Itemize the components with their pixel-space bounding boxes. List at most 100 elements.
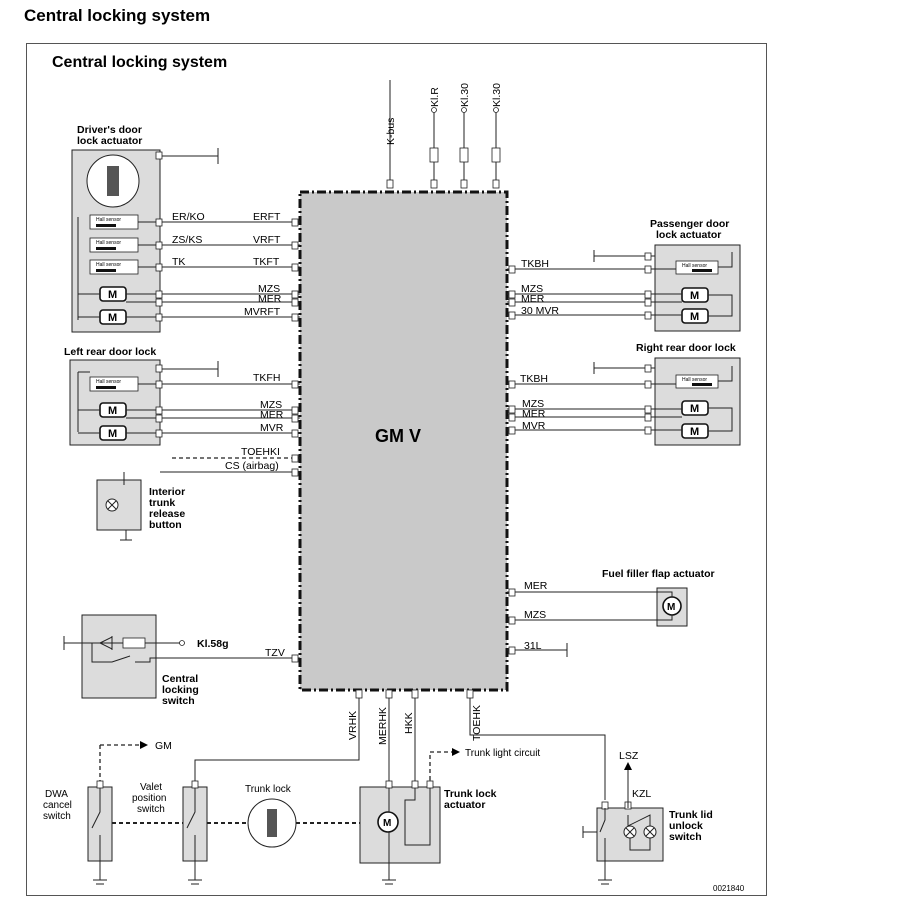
- valet-position-switch: Valet position switch: [112, 780, 375, 885]
- svg-text:Central: Central: [162, 673, 198, 685]
- trunk-lid-unlock-switch: LSZ KZL Trunk lid unlock switch: [582, 750, 713, 885]
- svg-text:Hall sensor: Hall sensor: [96, 379, 121, 385]
- svg-text:GM: GM: [155, 740, 172, 752]
- tzv-label: TZV: [265, 647, 285, 659]
- k-bus-label: K-bus: [385, 118, 397, 145]
- svg-text:Right rear door lock: Right rear door lock: [636, 342, 736, 354]
- svg-text:TKFT: TKFT: [253, 256, 280, 268]
- svg-text:VRFT: VRFT: [253, 234, 281, 246]
- svg-text:trunk: trunk: [149, 497, 175, 509]
- svg-text:switch: switch: [137, 804, 165, 815]
- svg-text:Hall sensor: Hall sensor: [96, 240, 121, 246]
- svg-text:VRHK: VRHK: [347, 711, 359, 740]
- svg-text:31L: 31L: [524, 640, 542, 652]
- gm-v-label: GM V: [375, 426, 421, 446]
- svg-text:Hall sensor: Hall sensor: [682, 263, 707, 269]
- svg-text:M: M: [690, 290, 699, 302]
- svg-text:switch: switch: [43, 811, 71, 822]
- svg-text:switch: switch: [162, 695, 195, 707]
- svg-text:M: M: [108, 312, 117, 324]
- svg-text:locking: locking: [162, 684, 199, 696]
- svg-text:unlock: unlock: [669, 820, 703, 832]
- svg-text:MER: MER: [258, 293, 282, 305]
- svg-text:MZS: MZS: [522, 398, 544, 410]
- kl58g-label: Kl.58g: [197, 638, 229, 650]
- interior-trunk-release-button: Interior trunk release button: [96, 472, 185, 541]
- svg-text:Trunk light circuit: Trunk light circuit: [465, 748, 540, 759]
- svg-text:DWA: DWA: [45, 789, 68, 800]
- svg-text:lock actuator: lock actuator: [656, 229, 721, 241]
- svg-text:MZS: MZS: [260, 399, 282, 411]
- svg-text:Interior: Interior: [149, 486, 185, 498]
- toehki-cs-lines: TOEHKI CS (airbag): [160, 446, 300, 477]
- svg-text:Left rear door lock: Left rear door lock: [64, 346, 156, 358]
- page-title: Central locking system: [24, 6, 211, 25]
- dwa-cancel-switch: GM DWA cancel switch: [43, 740, 172, 885]
- drivers-door-actuator: Driver's door lock actuator Hall sensor …: [71, 124, 300, 333]
- svg-text:TKBH: TKBH: [521, 258, 549, 270]
- svg-text:M: M: [667, 602, 675, 613]
- svg-text:Trunk lock: Trunk lock: [444, 788, 497, 800]
- svg-text:Hall sensor: Hall sensor: [96, 262, 121, 268]
- svg-text:MER: MER: [522, 408, 546, 420]
- svg-text:M: M: [108, 428, 117, 440]
- trunk-lock: Trunk lock: [245, 784, 297, 848]
- svg-text:Trunk lock: Trunk lock: [245, 784, 292, 795]
- svg-text:ERFT: ERFT: [253, 211, 281, 223]
- svg-text:MVR: MVR: [522, 420, 546, 432]
- svg-text:MERHK: MERHK: [377, 707, 389, 745]
- svg-text:MZS: MZS: [524, 609, 546, 621]
- svg-text:cancel: cancel: [43, 800, 72, 811]
- svg-text:MZS: MZS: [258, 283, 280, 295]
- top-inputs: K-bus Kl.R Kl.30 Kl.30: [385, 80, 503, 189]
- figure-number: 0021840: [713, 884, 745, 893]
- svg-text:position: position: [132, 793, 166, 804]
- svg-text:M: M: [108, 405, 117, 417]
- svg-text:Passenger door: Passenger door: [650, 218, 729, 230]
- svg-text:MVRFT: MVRFT: [244, 306, 281, 318]
- svg-text:Fuel filler flap actuator: Fuel filler flap actuator: [602, 568, 715, 580]
- svg-text:TKBH: TKBH: [520, 373, 548, 385]
- svg-text:M: M: [383, 818, 391, 829]
- kl30-label-1: Kl.30: [459, 83, 471, 107]
- ground-31l: 31L: [507, 640, 568, 657]
- diagram-frame: [26, 43, 767, 896]
- svg-text:HKK: HKK: [403, 712, 415, 734]
- gm-v-module: [298, 190, 509, 692]
- svg-text:TOEHKI: TOEHKI: [241, 446, 280, 458]
- svg-text:ER/KO: ER/KO: [172, 211, 205, 223]
- svg-text:M: M: [690, 311, 699, 323]
- svg-text:KZL: KZL: [632, 788, 651, 800]
- kl30-label-2: Kl.30: [491, 83, 503, 107]
- svg-text:Trunk lid: Trunk lid: [669, 809, 713, 821]
- svg-text:LSZ: LSZ: [619, 750, 639, 762]
- kl-r-label: Kl.R: [429, 87, 441, 107]
- svg-text:Hall sensor: Hall sensor: [682, 377, 707, 383]
- diagram-title: Central locking system: [52, 54, 227, 71]
- svg-text:button: button: [149, 519, 182, 531]
- svg-text:MER: MER: [260, 409, 284, 421]
- svg-text:CS (airbag): CS (airbag): [225, 460, 279, 472]
- svg-text:MVR: MVR: [260, 422, 284, 434]
- svg-text:TK: TK: [172, 256, 185, 268]
- svg-text:Hall sensor: Hall sensor: [96, 217, 121, 223]
- left-rear-door-lock: Left rear door lock Hall sensor M M TKFH…: [64, 346, 300, 446]
- svg-text:MER: MER: [521, 293, 545, 305]
- svg-text:lock actuator: lock actuator: [77, 135, 142, 147]
- svg-text:M: M: [108, 289, 117, 301]
- svg-text:actuator: actuator: [444, 799, 485, 811]
- svg-text:ZS/KS: ZS/KS: [172, 234, 202, 246]
- passenger-door-actuator: Passenger door lock actuator Hall sensor…: [507, 218, 741, 332]
- trunk-lock-actuator: M Trunk light circuit Trunk lock actuato…: [359, 748, 540, 885]
- bottom-signals: VRHK MERHK HKK TOEHK: [194, 689, 606, 800]
- svg-text:30 MVR: 30 MVR: [521, 305, 559, 317]
- svg-text:release: release: [149, 508, 185, 520]
- svg-text:MZS: MZS: [521, 283, 543, 295]
- central-locking-switch: Kl.58g TZV Central locking switch: [63, 614, 300, 707]
- svg-text:M: M: [690, 426, 699, 438]
- svg-text:Driver's door: Driver's door: [77, 124, 142, 136]
- svg-text:TKFH: TKFH: [253, 372, 280, 384]
- svg-text:Valet: Valet: [140, 782, 162, 793]
- right-rear-door-lock: Right rear door lock Hall sensor M M TKB…: [507, 342, 741, 446]
- fuel-filler-flap-actuator: Fuel filler flap actuator M MER MZS: [507, 568, 715, 627]
